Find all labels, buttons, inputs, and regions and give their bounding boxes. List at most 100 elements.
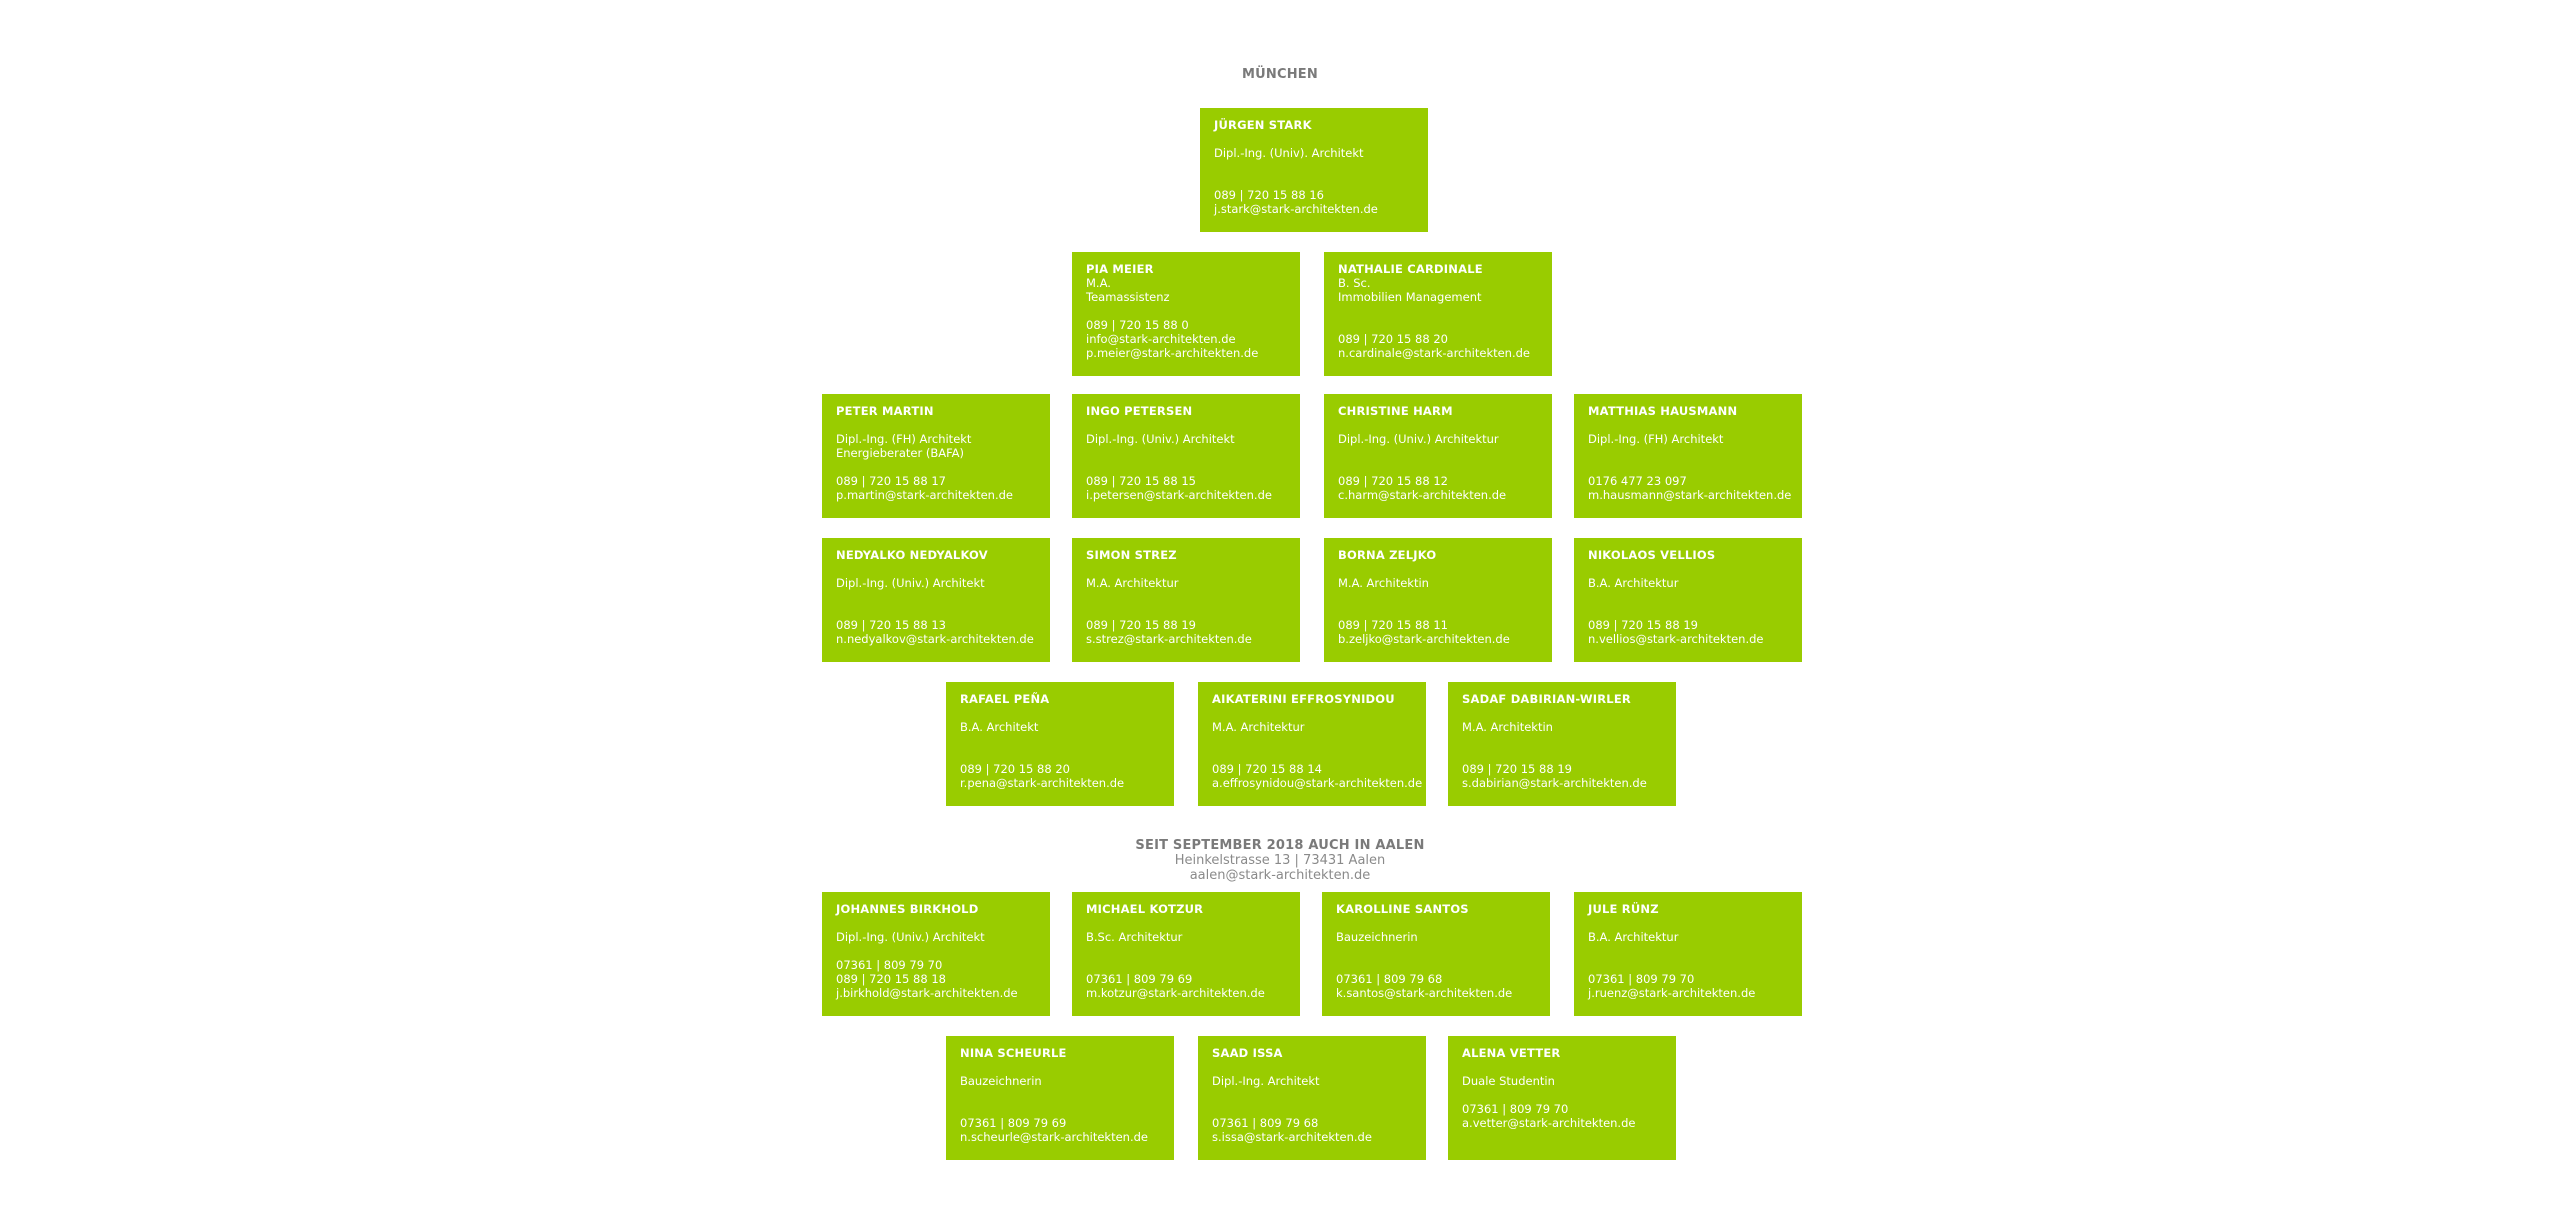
employee-email[interactable]: a.effrosynidou@stark-architekten.de <box>1212 776 1423 790</box>
employee-detail: B. Sc. <box>1338 276 1371 290</box>
employee-detail: 089 | 720 15 88 13 <box>836 618 946 632</box>
employee-email[interactable]: p.meier@stark-architekten.de <box>1086 346 1259 360</box>
employee-name: RAFAEL PEÑA <box>960 692 1050 706</box>
employee-detail: 089 | 720 15 88 18 <box>836 972 946 986</box>
line-gap <box>1462 734 1663 748</box>
line-gap <box>960 1060 1161 1074</box>
line-gap <box>1214 174 1415 188</box>
employee-email[interactable]: c.harm@stark-architekten.de <box>1338 488 1507 502</box>
employee-name: JOHANNES BIRKHOLD <box>836 902 979 916</box>
line-gap <box>1462 748 1663 762</box>
line-gap <box>1462 1060 1663 1074</box>
aalen-heading: SEIT SEPTEMBER 2018 AUCH IN AALEN <box>1135 838 1425 853</box>
employee-detail: 089 | 720 15 88 12 <box>1338 474 1448 488</box>
line-gap <box>1338 304 1539 318</box>
employee-detail: Energieberater (BAFA) <box>836 446 964 460</box>
munich-heading: MÜNCHEN <box>1242 67 1318 82</box>
line-gap <box>1336 958 1537 972</box>
aalen-email[interactable]: aalen@stark-architekten.de <box>1189 868 1371 883</box>
employee-email[interactable]: info@stark-architekten.de <box>1086 332 1236 346</box>
employee-detail: 089 | 720 15 88 14 <box>1212 762 1322 776</box>
line-gap <box>1588 460 1789 474</box>
employee-detail: 089 | 720 15 88 19 <box>1086 618 1196 632</box>
employee-email[interactable]: m.hausmann@stark-architekten.de <box>1588 488 1792 502</box>
employee-name: NATHALIE CARDINALE <box>1338 262 1483 276</box>
employee-detail: 0176 477 23 097 <box>1588 474 1687 488</box>
employee-detail: Dipl.-Ing. (Univ.) Architekt <box>836 576 985 590</box>
employee-email[interactable]: n.cardinale@stark-architekten.de <box>1338 346 1531 360</box>
line-gap <box>1086 944 1287 958</box>
employee-detail: 07361 | 809 79 70 <box>836 958 943 972</box>
line-gap <box>1086 604 1287 618</box>
employee-email[interactable]: n.nedyalkov@stark-architekten.de <box>836 632 1034 646</box>
employee-email[interactable]: j.birkhold@stark-architekten.de <box>836 986 1018 1000</box>
line-gap <box>960 748 1161 762</box>
employee-detail: M.A. Architektin <box>1462 720 1553 734</box>
employee-email[interactable]: j.ruenz@stark-architekten.de <box>1588 986 1756 1000</box>
line-gap <box>1588 590 1789 604</box>
employee-detail: Dipl.-Ing. (Univ). Architekt <box>1214 146 1364 160</box>
line-gap <box>1086 460 1287 474</box>
employee-detail: Immobilien Management <box>1338 290 1482 304</box>
employee-detail: B.A. Architekt <box>960 720 1039 734</box>
line-gap <box>1212 748 1413 762</box>
employee-detail: 07361 | 809 79 69 <box>960 1116 1067 1130</box>
employee-detail: B.Sc. Architektur <box>1086 930 1183 944</box>
line-gap <box>1338 604 1539 618</box>
line-gap <box>1086 958 1287 972</box>
line-gap <box>836 418 1037 432</box>
employee-email[interactable]: b.zeljko@stark-architekten.de <box>1338 632 1510 646</box>
employee-name: KAROLLINE SANTOS <box>1336 902 1469 916</box>
employee-email[interactable]: m.kotzur@stark-architekten.de <box>1086 986 1265 1000</box>
line-gap <box>836 562 1037 576</box>
employee-detail: 07361 | 809 79 69 <box>1086 972 1193 986</box>
employee-email[interactable]: n.scheurle@stark-architekten.de <box>960 1130 1148 1144</box>
employee-email[interactable]: k.santos@stark-architekten.de <box>1336 986 1513 1000</box>
employee-email[interactable]: s.issa@stark-architekten.de <box>1212 1130 1372 1144</box>
employee-email[interactable]: p.martin@stark-architekten.de <box>836 488 1013 502</box>
line-gap <box>1214 160 1415 174</box>
employee-email[interactable]: i.petersen@stark-architekten.de <box>1086 488 1272 502</box>
employee-detail: 089 | 720 15 88 16 <box>1214 188 1324 202</box>
line-gap <box>1588 562 1789 576</box>
line-gap <box>1338 318 1539 332</box>
line-gap <box>1212 1102 1413 1116</box>
employee-name: MATTHIAS HAUSMANN <box>1588 404 1738 418</box>
employee-email[interactable]: n.vellios@stark-architekten.de <box>1588 632 1764 646</box>
employee-email[interactable]: s.dabirian@stark-architekten.de <box>1462 776 1647 790</box>
employee-detail: Teamassistenz <box>1086 290 1170 304</box>
line-gap <box>1338 446 1539 460</box>
employee-detail: Dipl.-Ing. (Univ.) Architekt <box>1086 432 1235 446</box>
employee-detail: M.A. Architektur <box>1212 720 1305 734</box>
employee-detail: 089 | 720 15 88 0 <box>1086 318 1189 332</box>
line-gap <box>1338 590 1539 604</box>
employee-email[interactable]: a.vetter@stark-architekten.de <box>1462 1116 1636 1130</box>
line-gap <box>1338 562 1539 576</box>
employee-email[interactable]: j.stark@stark-architekten.de <box>1214 202 1378 216</box>
employee-name: CHRISTINE HARM <box>1338 404 1453 418</box>
line-gap <box>1086 304 1287 318</box>
line-gap <box>1588 418 1789 432</box>
line-gap <box>1462 1088 1663 1102</box>
line-gap <box>960 1088 1161 1102</box>
line-gap <box>1588 604 1789 618</box>
employee-detail: 07361 | 809 79 70 <box>1588 972 1695 986</box>
employee-detail: B.A. Architektur <box>1588 930 1679 944</box>
employee-email[interactable]: r.pena@stark-architekten.de <box>960 776 1125 790</box>
employee-detail: Bauzeichnerin <box>960 1074 1042 1088</box>
employee-email[interactable]: s.strez@stark-architekten.de <box>1086 632 1252 646</box>
line-gap <box>836 460 1037 474</box>
employee-detail: Dipl.-Ing. (FH) Architekt <box>836 432 972 446</box>
employee-detail: 089 | 720 15 88 17 <box>836 474 946 488</box>
employee-detail: M.A. Architektin <box>1338 576 1429 590</box>
